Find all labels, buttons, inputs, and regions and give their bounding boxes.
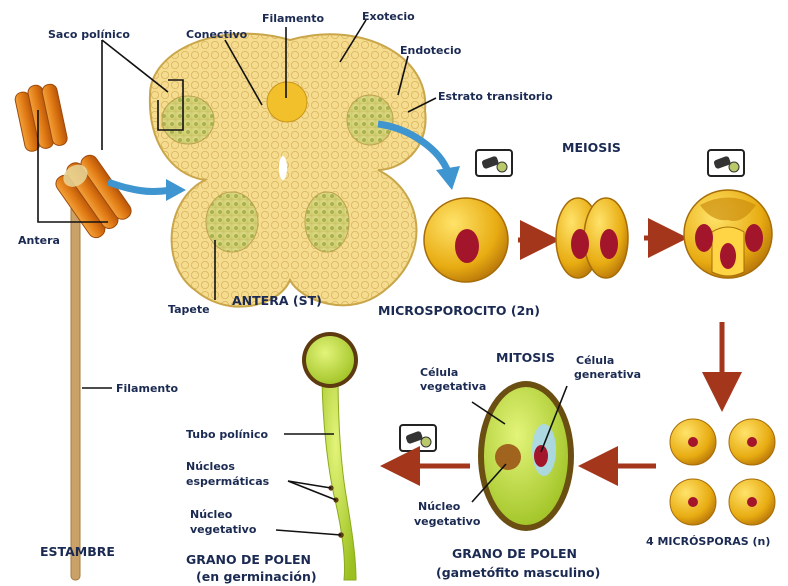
anther-lower [51, 150, 135, 240]
anther-cross-section [150, 34, 426, 307]
pollen-sac-lower-right [305, 192, 349, 252]
vegetative-nucleus [495, 444, 521, 470]
label-exotecio: Exotecio [362, 10, 415, 23]
label-endotecio: Endotecio [400, 44, 462, 57]
label-nucleo-vegetativo-mid-line1: Núcleo [418, 500, 461, 513]
label-celula-generativa-line1: Célula [576, 354, 614, 367]
pollen-sac-upper-right [347, 95, 393, 145]
label-conectivo: Conectivo [186, 28, 248, 41]
microscope-icon [400, 425, 436, 451]
label-nucleo-vegetativo-left-line2: vegetativo [190, 523, 257, 536]
microsporocyte [424, 198, 508, 282]
pollen-tube [322, 372, 356, 580]
label-nucleos-espermaticas-line1: Núcleos [186, 460, 235, 473]
label-mitosis: MITOSIS [496, 350, 555, 365]
pollen-sac-upper-left [162, 96, 214, 144]
label-nucleos-espermaticas-line2: espermáticas [186, 475, 270, 488]
label-tapete: Tapete [168, 303, 210, 316]
label-estrato-transitorio: Estrato transitorio [438, 90, 553, 103]
dyad-cell [556, 198, 628, 278]
microscope-icon [476, 150, 512, 176]
label-antera: Antera [18, 234, 60, 247]
label-celula-vegetativa-line1: Célula [420, 366, 458, 379]
label-nucleo-vegetativo-mid-line2: vegetativo [414, 515, 481, 528]
stomium [279, 156, 287, 180]
label-antera-st: ANTERA (ST) [232, 293, 322, 308]
label-nucleo-vegetativo-left-line1: Núcleo [190, 508, 233, 521]
label-saco-polinico: Saco polínico [48, 28, 130, 41]
label-microsporas: 4 MICRÓSPORAS (n) [646, 535, 770, 548]
nucleus [571, 229, 589, 259]
vascular-bundle [267, 82, 307, 122]
label-celula-vegetativa-line2: vegetativa [420, 380, 486, 393]
pollen-grain-germinating [302, 332, 358, 580]
label-grano-germinacion-line2: (en germinación) [196, 569, 317, 584]
nucleus [455, 229, 479, 263]
label-grano-masculino-line1: GRANO DE POLEN [452, 546, 577, 561]
microspores [670, 419, 775, 525]
nucleus [745, 224, 763, 252]
label-estambre: ESTAMBRE [40, 544, 115, 559]
label-celula-generativa-line2: generativa [574, 368, 641, 381]
label-filamento-side: Filamento [116, 382, 178, 395]
stamen-filament [71, 205, 80, 580]
label-filamento-top: Filamento [262, 12, 324, 25]
anther-tissue [150, 34, 426, 307]
microscope-icon [708, 150, 744, 176]
anther-upper [13, 81, 68, 153]
label-microsporocito: MICROSPOROCITO (2n) [378, 303, 540, 318]
label-tubo-polinico: Tubo polínico [186, 428, 268, 441]
label-meiosis: MEIOSIS [562, 140, 621, 155]
tetrad-cell [684, 190, 772, 278]
label-grano-masculino-line2: (gametófito masculino) [436, 565, 600, 580]
nucleus [695, 224, 713, 252]
label-grano-germinacion-line1: GRANO DE POLEN [186, 552, 311, 567]
nucleus [720, 243, 736, 269]
nucleus [600, 229, 618, 259]
pollen-sac-lower-left [206, 192, 258, 252]
generative-nucleus [534, 445, 548, 467]
stamen [13, 81, 134, 580]
